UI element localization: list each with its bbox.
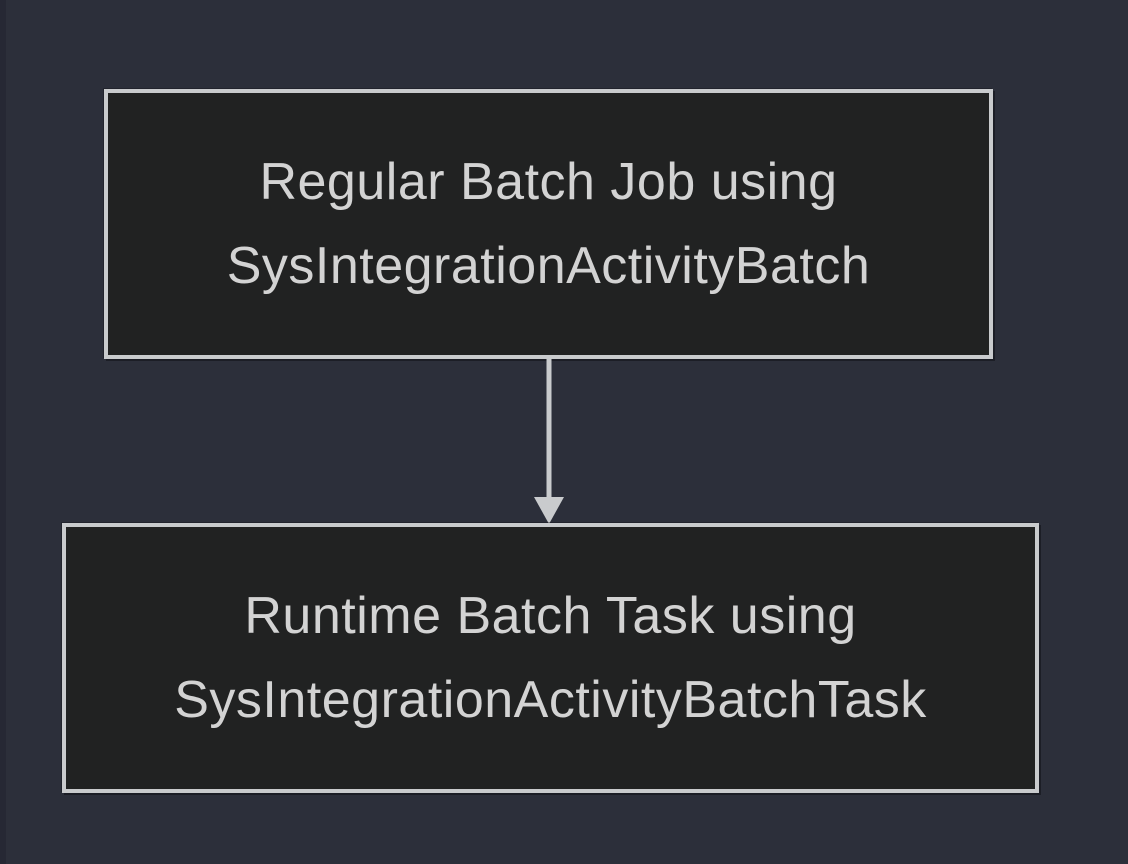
node-runtime-batch-task: Runtime Batch Task using SysIntegrationA… [62,523,1039,793]
node-label-line: Regular Batch Job using [259,152,838,211]
arrow-down-connector [534,359,564,524]
node-label-line: SysIntegrationActivityBatch [226,237,871,295]
arrow-head-icon [534,497,564,524]
node-regular-batch-job: Regular Batch Job using SysIntegrationAc… [104,89,993,359]
left-edge-strip [0,0,6,864]
node-label-line: SysIntegrationActivityBatchTask [174,671,927,729]
node-label-line: Runtime Batch Task using [244,586,857,645]
